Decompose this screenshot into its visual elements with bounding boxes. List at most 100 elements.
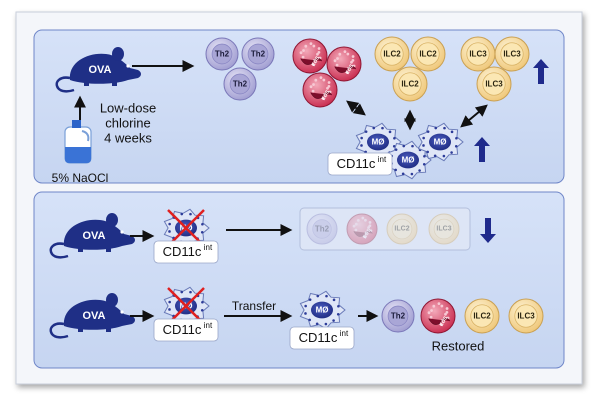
cd11c-label-sup: int (204, 321, 213, 330)
eos-granule (326, 86, 329, 90)
eos-nucleus (300, 57, 323, 65)
macrophage-granule (168, 222, 171, 226)
macrophage-granule (189, 290, 192, 294)
eos-granule (350, 60, 353, 64)
macrophage-label: MØ (316, 306, 329, 315)
eos-granule (352, 224, 356, 228)
th2-label: Th2 (315, 225, 330, 234)
eos-granule (440, 304, 444, 308)
th2-cell-body (306, 213, 338, 245)
eos-cell: EOS (302, 72, 338, 108)
eos-granule (444, 312, 447, 316)
eos-granule (311, 89, 315, 93)
mouse-foot (78, 246, 83, 252)
restored-ilc3-cell: ILC3 (508, 298, 544, 334)
ilc-label: ILC3 (485, 80, 503, 89)
eos-granule (322, 78, 326, 82)
mouse-body (63, 299, 135, 330)
depletion-cross-2 (167, 287, 205, 325)
cd11c-label-sup: int (340, 329, 349, 338)
macrophage-granule (434, 126, 438, 130)
macrophage-granule (418, 169, 421, 172)
bottle-handle (81, 130, 90, 142)
eos-granule (364, 218, 367, 222)
macrophage-granule (402, 144, 406, 148)
cd11c-label-box (153, 318, 219, 342)
ilc-label: ILC2 (473, 312, 491, 321)
mouse-ear (112, 47, 124, 61)
ilc-nucleus (416, 42, 440, 66)
ilc-label: ILC3 (517, 312, 535, 321)
bottle-cap (72, 120, 81, 128)
macrophage-granule (394, 148, 398, 151)
ilc-nucleus (433, 218, 455, 240)
ilc-label: ILC2 (419, 50, 437, 59)
macrophage-granule (201, 300, 204, 304)
macrophage-granule (410, 172, 414, 176)
eos-granule (319, 76, 323, 79)
macrophage-granule (332, 319, 335, 322)
mouse-ear (106, 293, 118, 307)
eos-granule (317, 47, 321, 50)
macrophage-granule (332, 298, 336, 302)
eos-granule (314, 78, 318, 82)
eos-cell-body (346, 213, 378, 245)
th2-nucleus (387, 305, 409, 327)
eos-granule (427, 311, 431, 315)
macrophage-granule (401, 172, 405, 176)
exposure-text-line: 4 weeks (104, 131, 152, 146)
eos-nucleus (428, 317, 451, 325)
eos-granule (309, 42, 313, 45)
cross-line (167, 287, 205, 325)
eos-label: EOS (311, 55, 322, 68)
macrophage-granule (422, 136, 425, 140)
eos-granule (354, 231, 358, 235)
restored-ilc2-cell: ILC2 (464, 298, 500, 334)
arrow-mo-eos (346, 100, 366, 116)
eos-nucleus (310, 91, 333, 99)
eos-granule (356, 218, 360, 222)
macrophage-granule (200, 230, 204, 234)
eos-granule (327, 81, 331, 84)
eos-cell: EOS (326, 46, 362, 82)
eos-granule (368, 224, 372, 228)
macrophage-granule (393, 136, 396, 140)
macrophage-granule (381, 126, 384, 130)
mouse-eye (120, 310, 124, 314)
macrophage-granule (450, 151, 453, 154)
faded-th2-cell: Th2 (306, 213, 338, 245)
macrophage-granule (392, 144, 396, 148)
eos-granule (301, 55, 305, 59)
macrophage-granule (442, 154, 446, 158)
macrophage-granule (455, 136, 458, 140)
mouse-foot (84, 80, 89, 86)
eos-granule (317, 50, 321, 54)
eos-granule (358, 232, 362, 236)
cd11c-label-box (153, 240, 219, 264)
mouse-body (69, 53, 141, 84)
macrophage-granule (454, 144, 458, 148)
macrophage-granule (168, 230, 171, 233)
macrophage-nucleus (367, 133, 389, 151)
ilc3-cell: ILC3 (494, 36, 530, 72)
eos-granule (361, 216, 365, 220)
eos-granule (430, 309, 433, 312)
ilc-nucleus (398, 72, 422, 96)
eos-nucleus (353, 230, 373, 237)
bottle-label: 5% NaOCl (52, 171, 109, 185)
eos-granule (354, 228, 358, 232)
restored-th2-cell: Th2 (381, 299, 415, 333)
th2-cell: Th2 (241, 37, 275, 71)
bottle-liquid (65, 147, 91, 163)
th2-label: Th2 (251, 50, 266, 59)
macrophage-granule (168, 308, 171, 311)
eos-granule (312, 83, 315, 86)
macrophage-granule (388, 130, 392, 134)
macrophage-granule (450, 130, 454, 134)
th2-label: Th2 (233, 80, 248, 89)
eos-granule (343, 50, 347, 53)
macrophage-granule (422, 144, 425, 147)
